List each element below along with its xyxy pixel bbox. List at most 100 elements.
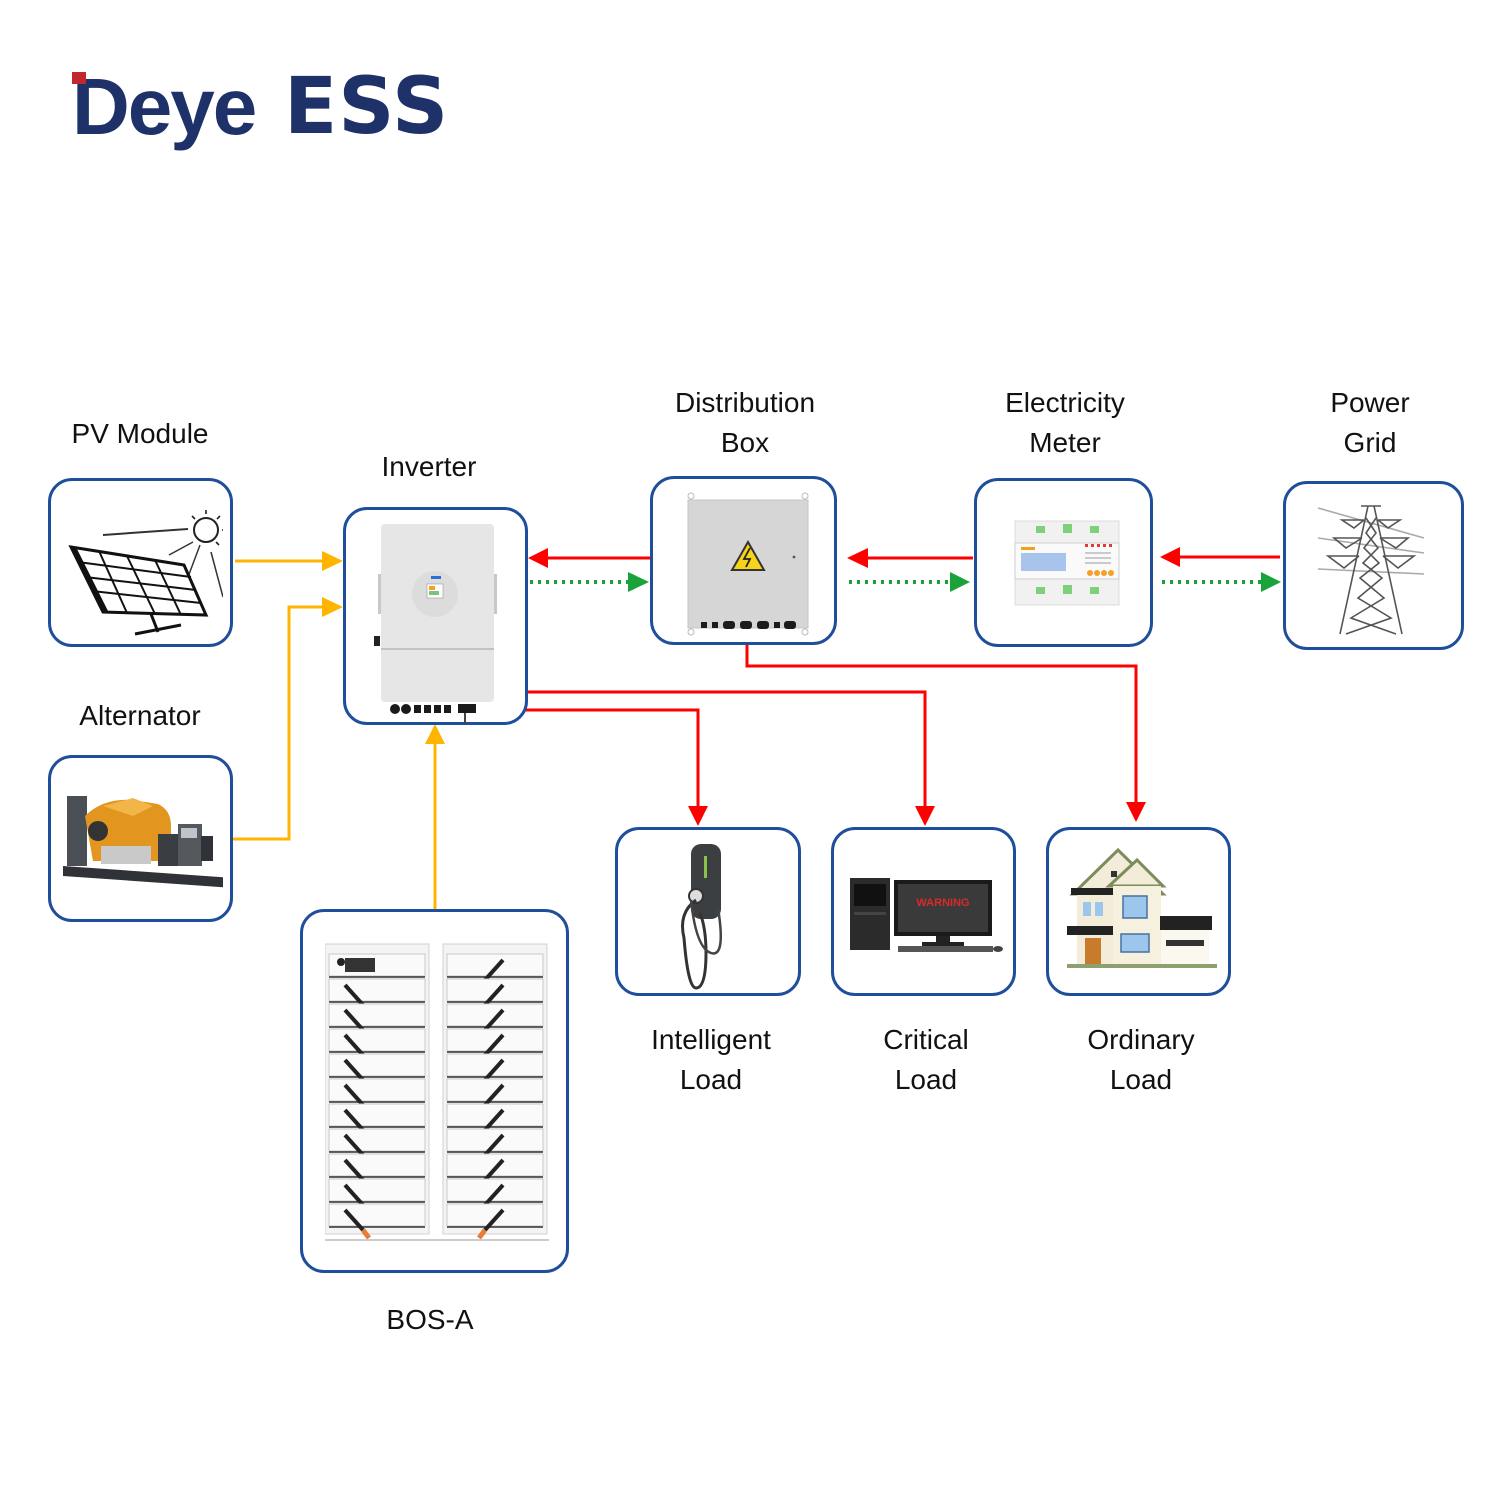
battery-module xyxy=(446,1103,544,1127)
electricity-meter-icon xyxy=(1014,520,1120,606)
alternator-label: Alternator xyxy=(79,696,200,736)
arrowhead-alternator-to-inverter xyxy=(322,597,343,617)
warning-screen-text: WARNING xyxy=(916,897,969,909)
label-line: BOS-A xyxy=(386,1304,474,1335)
logo-brand-text: Deye xyxy=(72,62,257,151)
label-line: Ordinary xyxy=(1087,1024,1195,1055)
battery-rack-icon xyxy=(325,943,549,1241)
battery-module xyxy=(328,1003,426,1027)
battery-cable xyxy=(483,1033,505,1057)
battery-cable xyxy=(343,1008,365,1032)
inverter-icon xyxy=(374,524,497,724)
battery-cable xyxy=(343,1083,365,1107)
battery-module xyxy=(446,1053,544,1077)
battery-cable xyxy=(343,1133,365,1157)
battery-cable xyxy=(343,1208,365,1232)
battery-module xyxy=(446,1178,544,1202)
logo-red-square xyxy=(72,72,86,84)
battery-module xyxy=(328,1103,426,1127)
battery-module xyxy=(446,1028,544,1052)
label-line: Load xyxy=(679,1064,743,1095)
battery-module xyxy=(328,1053,426,1077)
arrowhead-grid-to-meter xyxy=(1160,547,1180,567)
label-line: Electricity xyxy=(1005,387,1125,418)
bms-button xyxy=(337,958,345,966)
ordinary-load-node xyxy=(1046,827,1231,996)
battery-module xyxy=(328,978,426,1002)
arrowhead-pv-to-inverter xyxy=(322,551,343,571)
label-line: Alternator xyxy=(79,700,201,731)
battery-cable xyxy=(343,1058,365,1082)
battery-cable xyxy=(483,1108,505,1132)
label-line: Critical xyxy=(883,1024,969,1055)
battery-module xyxy=(328,1203,426,1227)
battery-cable xyxy=(361,1228,371,1240)
arrowhead-inverter-to-distribution xyxy=(628,572,649,592)
bms-display xyxy=(345,958,375,972)
battery-module xyxy=(446,1203,544,1227)
battery-cable xyxy=(343,1033,365,1057)
wire-inverter-to-intelligent-load xyxy=(517,708,700,806)
label-line: Power xyxy=(1330,387,1410,418)
computer-icon: WARNING xyxy=(850,878,1003,952)
label-line: Load xyxy=(1109,1064,1173,1095)
pv-module-node xyxy=(48,478,233,647)
battery-cable xyxy=(343,1108,365,1132)
arrowhead-meter-to-grid xyxy=(1261,572,1281,592)
label-line: Grid xyxy=(1343,427,1397,458)
battery-cable xyxy=(483,1083,505,1107)
battery-cable xyxy=(343,1158,365,1182)
critical-load-node: WARNING xyxy=(831,827,1016,996)
arrowhead-inverter-to-critical-load xyxy=(915,806,935,826)
label-line: Inverter xyxy=(381,451,477,482)
alternator-node xyxy=(48,755,233,922)
label-line: Intelligent xyxy=(651,1024,771,1055)
battery-cable xyxy=(483,1183,505,1207)
battery-module xyxy=(328,1128,426,1152)
battery-module xyxy=(328,1078,426,1102)
battery-module xyxy=(446,1153,544,1177)
battery-cable xyxy=(483,1208,505,1232)
battery-cable xyxy=(483,1158,505,1182)
house-icon xyxy=(1067,847,1217,968)
battery-module xyxy=(328,1178,426,1202)
bos-a-label: BOS-A xyxy=(386,1300,473,1340)
label-line: Distribution xyxy=(674,387,816,418)
label-line: Meter xyxy=(1029,427,1101,458)
ev-charger-icon xyxy=(681,844,723,990)
battery-cable xyxy=(483,958,505,982)
battery-module xyxy=(446,1003,544,1027)
arrowhead-meter-to-distribution xyxy=(847,548,868,568)
battery-module xyxy=(446,953,544,977)
wire-inverter-to-critical-load xyxy=(527,690,927,806)
label-line: PV Module xyxy=(71,418,209,449)
logo-product-text: ESS xyxy=(284,62,450,152)
power-grid-node xyxy=(1283,481,1464,650)
battery-cable xyxy=(483,1058,505,1082)
wire-alternator-to-inverter xyxy=(232,605,322,841)
arrowhead-inverter-to-intelligent-load xyxy=(688,806,708,826)
battery-node xyxy=(300,909,569,1273)
battery-module xyxy=(328,1153,426,1177)
battery-cable xyxy=(477,1228,487,1240)
distribution-box-icon xyxy=(687,492,809,636)
inverter-node xyxy=(343,507,528,725)
wire-distribution-to-ordinary-load xyxy=(745,644,1138,802)
arrowhead-distribution-to-inverter xyxy=(528,548,548,568)
battery-module xyxy=(446,978,544,1002)
distribution-box-node xyxy=(650,476,837,645)
arrowhead-distribution-to-meter xyxy=(950,572,970,592)
battery-cable xyxy=(483,1133,505,1157)
intelligent-load-node xyxy=(615,827,801,996)
battery-module xyxy=(446,1128,544,1152)
generator-icon xyxy=(63,796,223,888)
label-line: Load xyxy=(894,1064,958,1095)
arrowhead-battery-to-inverter xyxy=(425,724,445,744)
